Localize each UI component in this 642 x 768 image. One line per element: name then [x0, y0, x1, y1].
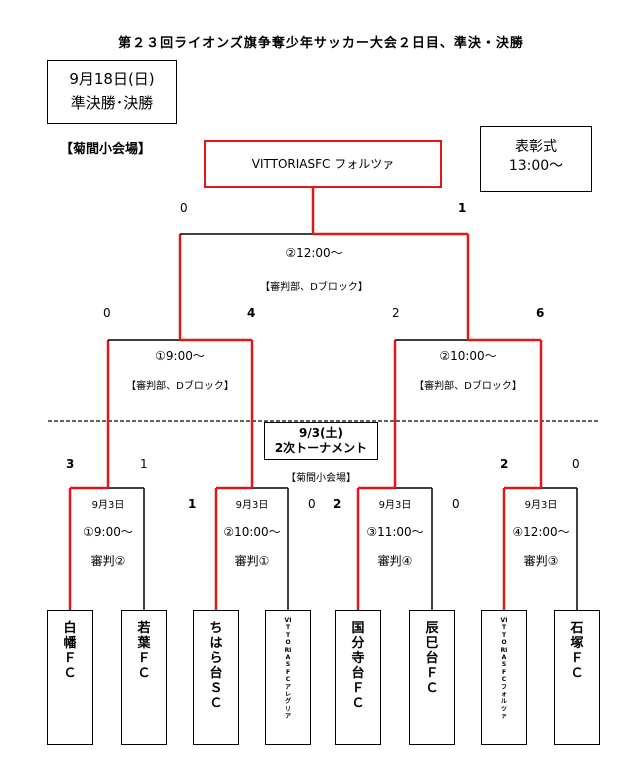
semi1-time: ①9:00～	[155, 349, 205, 363]
r2m1-score-right: 1	[140, 457, 148, 471]
team-name: 国分寺台ＦＣ	[351, 621, 365, 711]
team-box-7: VITTORIASFCフォルツァ	[481, 610, 527, 745]
r2m3-date: 9月3日	[378, 500, 412, 511]
date-box: 9月18日(日) 準決勝･決勝	[47, 60, 177, 124]
final-time: ②12:00～	[285, 246, 343, 260]
r2m2-time: ②10:00～	[223, 525, 281, 539]
r2m3-score-right: 0	[452, 497, 460, 511]
r2m3-score-left: 2	[333, 497, 342, 511]
team-box-5: 国分寺台ＦＣ	[335, 610, 381, 745]
page-title: 第２３回ライオンズ旗争奪少年サッカー大会２日目、準決・決勝	[118, 36, 524, 51]
team-name: 白幡ＦＣ	[63, 621, 77, 681]
r2m1-date: 9月3日	[91, 500, 125, 511]
round2-date: 9/3(土)	[298, 426, 344, 440]
r2m1-score-left: 3	[66, 457, 75, 471]
semi2-referee: 【審判部、Dブロック】	[414, 381, 522, 392]
team-box-1: 白幡ＦＣ	[47, 610, 93, 745]
semi2-score-left: 2	[392, 306, 400, 320]
team-name: 辰巳台ＦＣ	[425, 621, 439, 696]
r2m2-score-left: 1	[188, 497, 197, 511]
team-box-2: 若葉ＦＣ	[121, 610, 167, 745]
r2m3-referee: 審判④	[377, 554, 413, 568]
team-box-4: VITTORIASFCアレグリア	[265, 610, 311, 745]
team-name: VITTORIASFCフォルツァ	[500, 617, 508, 721]
team-box-6: 辰巳台ＦＣ	[409, 610, 455, 745]
final-score-right: 1	[458, 201, 467, 215]
final-referee: 【審判部、Dブロック】	[260, 282, 368, 293]
award-time: 13:00～	[508, 158, 564, 174]
r2m1-referee: 審判②	[90, 554, 126, 568]
round2-title: 2次トーナメント	[274, 441, 368, 455]
r2m3-time: ③11:00～	[366, 525, 424, 539]
round2-box: 9/3(土) 2次トーナメント	[264, 422, 378, 460]
award-box: 表彰式 13:00～	[480, 126, 592, 192]
team-name: VITTORIASFCアレグリア	[284, 617, 292, 721]
r2m4-time: ④12:00～	[512, 525, 570, 539]
semi2-time: ②10:00～	[439, 349, 497, 363]
team-name: 若葉ＦＣ	[137, 621, 151, 681]
r2m2-score-right: 0	[308, 497, 316, 511]
date-box-date: 9月18日(日)	[69, 70, 155, 88]
r2m4-score-left: 2	[500, 457, 509, 471]
semi2-score-right: 6	[536, 306, 545, 320]
semi1-referee: 【審判部、Dブロック】	[126, 381, 234, 392]
r2m4-score-right: 0	[572, 457, 580, 471]
date-box-round: 準決勝･決勝	[70, 94, 154, 112]
team-box-3: ちはら台ＳＣ	[193, 610, 239, 745]
team-box-8: 石塚ＦＣ	[554, 610, 600, 745]
r2m4-referee: 審判③	[523, 554, 559, 568]
award-title: 表彰式	[515, 139, 557, 155]
venue-top: 【菊間小会場】	[60, 142, 152, 157]
team-name: 石塚ＦＣ	[570, 621, 584, 681]
r2m2-date: 9月3日	[235, 500, 269, 511]
semi1-score-right: 4	[247, 306, 256, 320]
r2m2-referee: 審判①	[234, 554, 270, 568]
venue-bottom: 【菊間小会場】	[286, 473, 356, 484]
semi1-score-left: 0	[103, 306, 111, 320]
champion-box: VITTORIASFC フォルツァ	[204, 140, 442, 188]
r2m4-date: 9月3日	[524, 500, 558, 511]
r2m1-time: ①9:00～	[83, 525, 133, 539]
team-name: ちはら台ＳＣ	[209, 621, 223, 711]
final-score-left: 0	[180, 201, 188, 215]
